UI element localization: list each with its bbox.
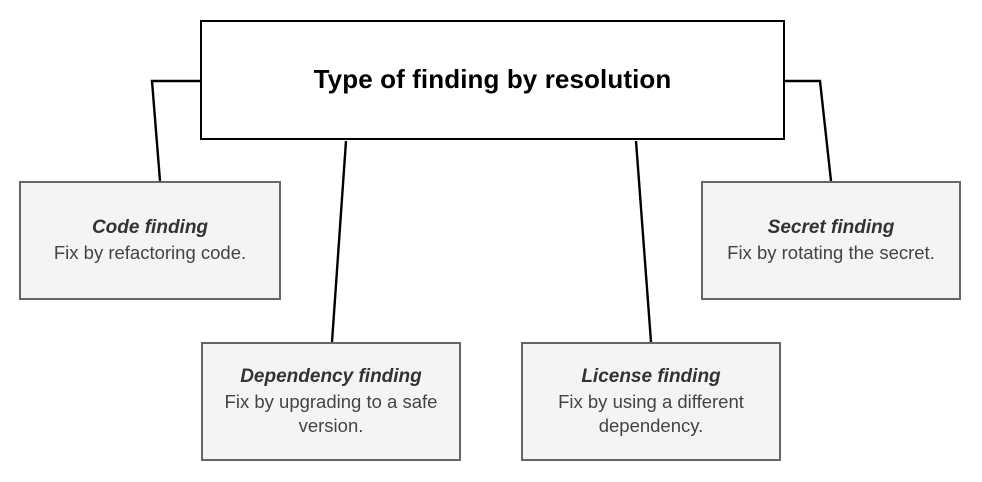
leaf-node-title: Code finding xyxy=(91,217,209,239)
leaf-node-dependency-finding: Dependency finding Fix by upgrading to a… xyxy=(201,342,461,461)
leaf-node-code-finding: Code finding Fix by refactoring code. xyxy=(19,181,281,300)
leaf-node-description: Fix by rotating the secret. xyxy=(727,241,935,263)
leaf-node-title: License finding xyxy=(581,366,721,388)
leaf-node-description: Fix by upgrading to a safe version. xyxy=(224,390,438,436)
root-node-type-of-finding-by-resolution: Type of finding by resolution xyxy=(200,20,785,140)
leaf-node-title: Dependency finding xyxy=(240,366,422,388)
leaf-node-description: Fix by using a different dependency. xyxy=(558,390,744,436)
leaf-node-license-finding: License finding Fix by using a different… xyxy=(521,342,781,461)
leaf-node-secret-finding: Secret finding Fix by rotating the secre… xyxy=(701,181,961,300)
connector-root-to-secret xyxy=(785,79,833,182)
connector-root-to-license xyxy=(634,140,653,343)
leaf-node-description: Fix by refactoring code. xyxy=(53,241,247,263)
connector-root-to-dependency xyxy=(330,140,348,343)
root-node-title: Type of finding by resolution xyxy=(313,64,672,95)
leaf-node-title: Secret finding xyxy=(767,217,895,239)
connector-root-to-code xyxy=(150,79,200,182)
